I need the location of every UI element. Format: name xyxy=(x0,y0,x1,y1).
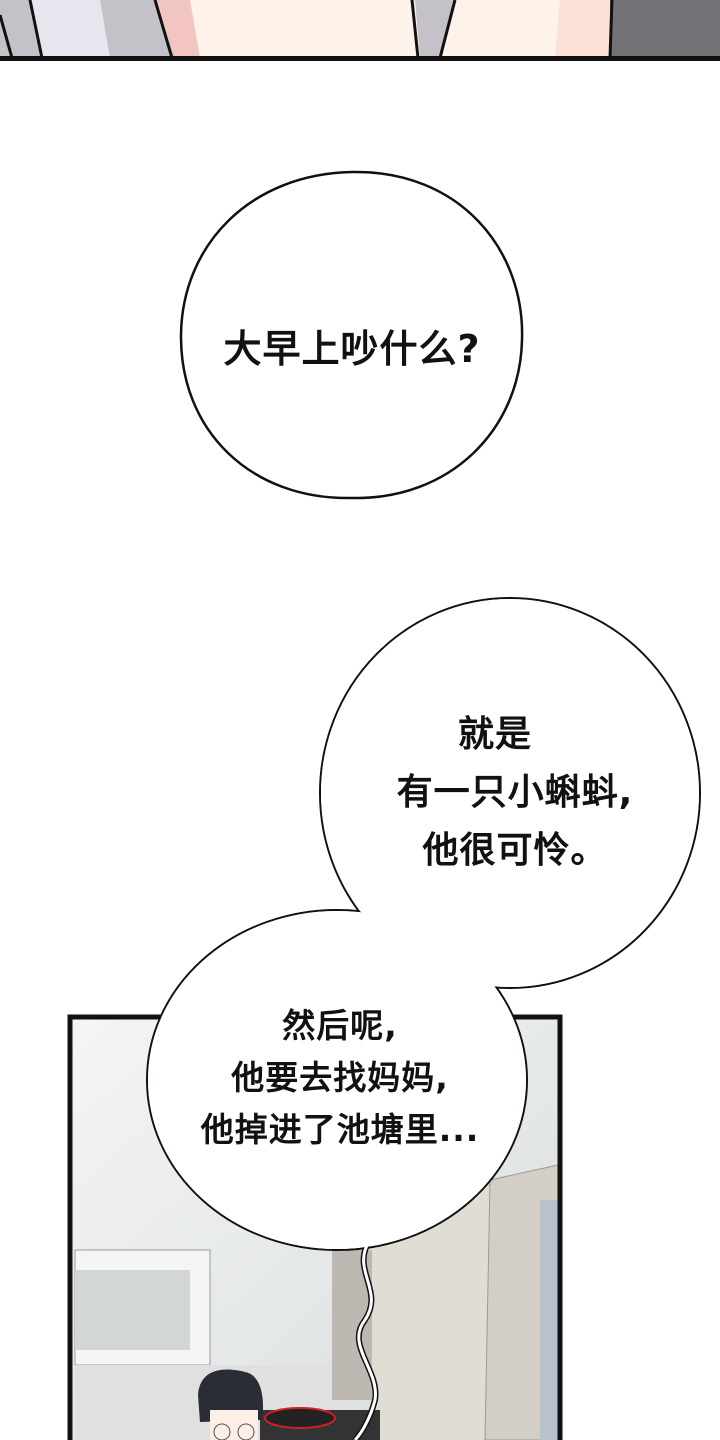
bubble-1-text: 大早上吵什么? xyxy=(182,318,522,373)
speech-bubble-1 xyxy=(179,170,524,500)
bubble-3-line: 他要去找妈妈, xyxy=(231,1058,449,1097)
speech-bubble-group xyxy=(146,597,701,1440)
bubble-2-line: 就是 xyxy=(457,714,532,755)
bubble-2-line: 他很可怜。 xyxy=(422,830,608,871)
bubble-3-line: 他掉进了池塘里... xyxy=(200,1110,480,1149)
bubble-2-text: 就是 有一只小蝌蚪, 他很可怜。 xyxy=(350,706,680,880)
bubble-2-line: 有一只小蝌蚪, xyxy=(396,772,634,813)
bubble-3-text: 然后呢, 他要去找妈妈, 他掉进了池塘里... xyxy=(165,1000,515,1156)
top-panel xyxy=(0,0,720,61)
bubble-3-line: 然后呢, xyxy=(282,1006,398,1045)
bubble-1-line: 大早上吵什么? xyxy=(223,327,481,371)
